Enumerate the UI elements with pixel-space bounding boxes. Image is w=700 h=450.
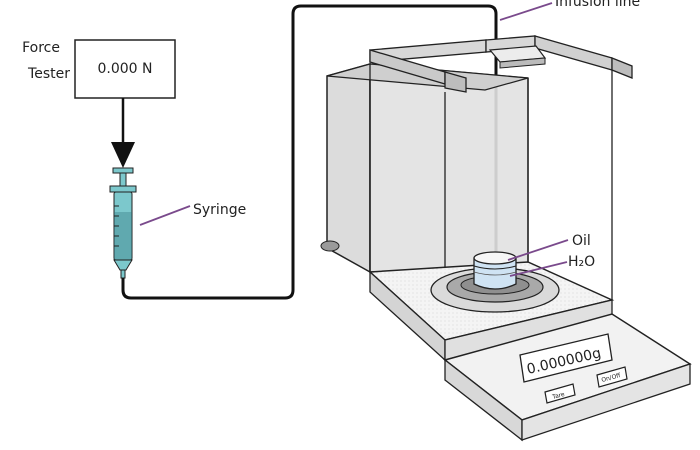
force-tester-label-line1: Force — [22, 40, 60, 56]
tare-button[interactable]: Tare — [544, 383, 576, 404]
balance-enclosure — [320, 35, 633, 361]
force-tester: Force Tester 0.000 N — [22, 39, 176, 99]
tare-button-label: Tare — [551, 391, 566, 401]
infusion-line-pointer — [499, 2, 553, 21]
syringe-label: Syringe — [193, 202, 246, 218]
oil-label: Oil — [572, 233, 591, 249]
water-pointer — [509, 261, 568, 277]
water-label: H₂O — [568, 254, 595, 270]
force-reading: 0.000 N — [97, 61, 152, 77]
beaker-icon — [473, 251, 517, 290]
infusion-line-tube — [121, 4, 498, 300]
force-arrow-icon — [111, 98, 135, 168]
force-tester-box — [74, 39, 176, 99]
balance-display — [519, 333, 613, 383]
balance-platform — [368, 261, 615, 362]
infusion-line-label: Infusion line — [555, 0, 640, 10]
syringe-icon — [109, 167, 137, 279]
balance-control-panel: 0.000000g Tare On/Off — [443, 313, 692, 442]
oil-pointer — [507, 239, 569, 261]
syringe-pointer — [139, 205, 191, 226]
force-tester-label-line2: Tester — [27, 66, 70, 82]
onoff-button[interactable]: On/Off — [596, 366, 628, 388]
